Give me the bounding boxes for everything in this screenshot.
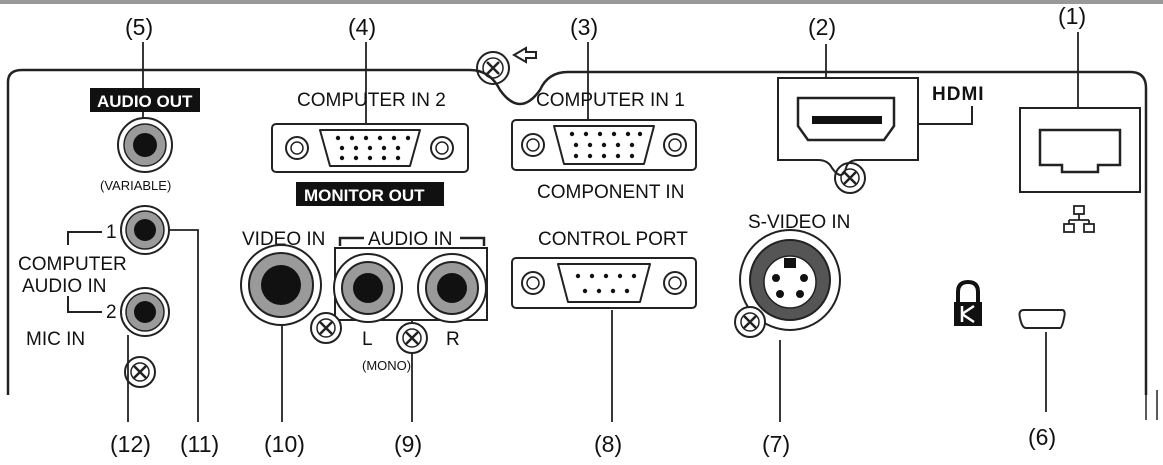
callout-9: (9)	[394, 431, 422, 457]
screw-icon	[476, 51, 510, 85]
computer-label: COMPUTER	[18, 254, 127, 275]
hdmi-port[interactable]	[796, 96, 896, 142]
audio-in-screw-left	[310, 312, 342, 344]
mic-in-label: MIC IN	[26, 329, 85, 350]
mic-in-jack[interactable]	[120, 287, 170, 337]
audio-screw-icon	[124, 356, 156, 388]
audio-out-label: AUDIO OUT	[97, 92, 193, 111]
callout-7: (7)	[762, 431, 790, 457]
s-video-screw-icon	[734, 306, 766, 338]
arrow-left-icon	[512, 46, 537, 64]
control-port[interactable]	[511, 257, 697, 309]
callout-12: (12)	[110, 431, 151, 457]
callout-1: (1)	[1058, 3, 1086, 29]
s-video-in-label: S-VIDEO IN	[748, 212, 850, 233]
computer-audio-bracket	[67, 231, 102, 313]
computer-audio-in-1-jack[interactable]	[120, 205, 170, 255]
lan-icon	[1063, 205, 1095, 233]
control-port-label: CONTROL PORT	[538, 229, 688, 250]
video-in-jack[interactable]	[240, 244, 322, 326]
callout-2: (2)	[808, 14, 836, 40]
callout-11: (11)	[180, 431, 219, 457]
computer-in-2-label: COMPUTER IN 2	[297, 90, 446, 111]
component-in-label: COMPONENT IN	[537, 182, 684, 203]
callout-8: (8)	[594, 431, 622, 457]
kensington-lock-icon	[954, 279, 982, 326]
left-label: L	[362, 329, 373, 350]
audio-in-label: AUDIO IN	[368, 229, 452, 250]
callout-10: (10)	[264, 431, 305, 457]
two-label: 2	[106, 302, 117, 323]
mono-label: (MONO)	[362, 358, 411, 373]
audio-in-l-jack[interactable]	[333, 253, 403, 323]
callout-4: (4)	[348, 14, 376, 40]
callout-5: (5)	[125, 14, 153, 40]
right-label: R	[446, 329, 460, 350]
audio-in-left-label: AUDIO IN	[22, 276, 106, 297]
computer-in-2-port[interactable]	[271, 123, 469, 173]
video-in-label: VIDEO IN	[242, 229, 325, 250]
monitor-out-label-bg	[296, 182, 444, 206]
panel-outline	[6, 68, 1148, 395]
computer-in-1-port[interactable]	[511, 119, 697, 171]
kensington-slot[interactable]	[1018, 309, 1066, 329]
computer-in-1-label: COMPUTER IN 1	[536, 90, 685, 111]
variable-label: (VARIABLE)	[100, 178, 171, 193]
audio-out-label-bg	[90, 88, 200, 112]
top-border	[0, 0, 1163, 4]
callout-3: (3)	[570, 14, 598, 40]
s-video-in-port[interactable]	[739, 229, 841, 331]
audio-out-jack[interactable]	[117, 117, 173, 173]
callout-6: (6)	[1028, 424, 1056, 450]
lan-port[interactable]	[1019, 107, 1141, 193]
hdmi-bracket	[918, 106, 973, 125]
monitor-out-label: MONITOR OUT	[304, 186, 425, 205]
hdmi-screw-icon	[834, 162, 866, 194]
audio-in-bracket	[338, 236, 486, 246]
audio-in-r-jack[interactable]	[417, 253, 487, 323]
audio-in-screw-center	[396, 322, 428, 354]
one-label: 1	[106, 222, 117, 243]
hdmi-logo: HDMI	[932, 84, 985, 105]
